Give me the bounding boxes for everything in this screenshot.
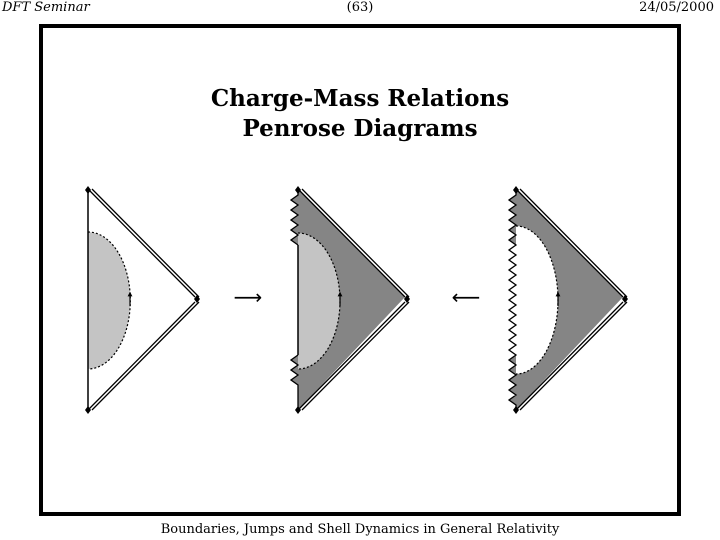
future-null-infinity xyxy=(297,188,410,298)
future-timelike-infinity-point xyxy=(85,186,91,194)
shell-interior-region xyxy=(516,226,558,374)
future-null-infinity xyxy=(515,188,628,298)
past-null-infinity xyxy=(515,301,628,411)
shell-trajectory xyxy=(297,232,341,370)
spatial-infinity-point xyxy=(622,295,628,303)
header-date: 24/05/2000 xyxy=(639,0,714,15)
shell-interior-region xyxy=(298,233,340,369)
past-null-infinity xyxy=(297,301,410,411)
spatial-infinity-point xyxy=(194,295,200,303)
shell-interior-region xyxy=(88,232,131,369)
past-null-infinity xyxy=(87,301,200,411)
past-timelike-infinity-point xyxy=(85,406,91,414)
past-timelike-infinity-point xyxy=(295,406,301,414)
slide-frame xyxy=(39,24,681,516)
penrose-diagram-3 xyxy=(507,186,628,414)
timelike-singularity xyxy=(507,189,518,410)
penrose-diagram-2 xyxy=(289,186,410,414)
header-page-number: (63) xyxy=(346,0,374,15)
slide-title-line2: Penrose Diagrams xyxy=(242,115,478,142)
past-timelike-infinity-point xyxy=(513,406,519,414)
left-arrow: ⟵ xyxy=(452,285,481,309)
future-timelike-infinity-point xyxy=(295,186,301,194)
header-seminar-label: DFT Seminar xyxy=(2,0,90,15)
slide-title-line1: Charge-Mass Relations xyxy=(210,85,510,112)
right-arrow: ⟶ xyxy=(234,285,263,309)
singularity-upper xyxy=(289,189,300,246)
singularity-lower xyxy=(289,354,300,410)
future-null-infinity xyxy=(87,188,200,298)
future-timelike-infinity-point xyxy=(513,186,519,194)
spatial-infinity-point xyxy=(404,295,410,303)
penrose-diagram-1 xyxy=(85,186,200,414)
slide-footer: Boundaries, Jumps and Shell Dynamics in … xyxy=(160,522,560,537)
